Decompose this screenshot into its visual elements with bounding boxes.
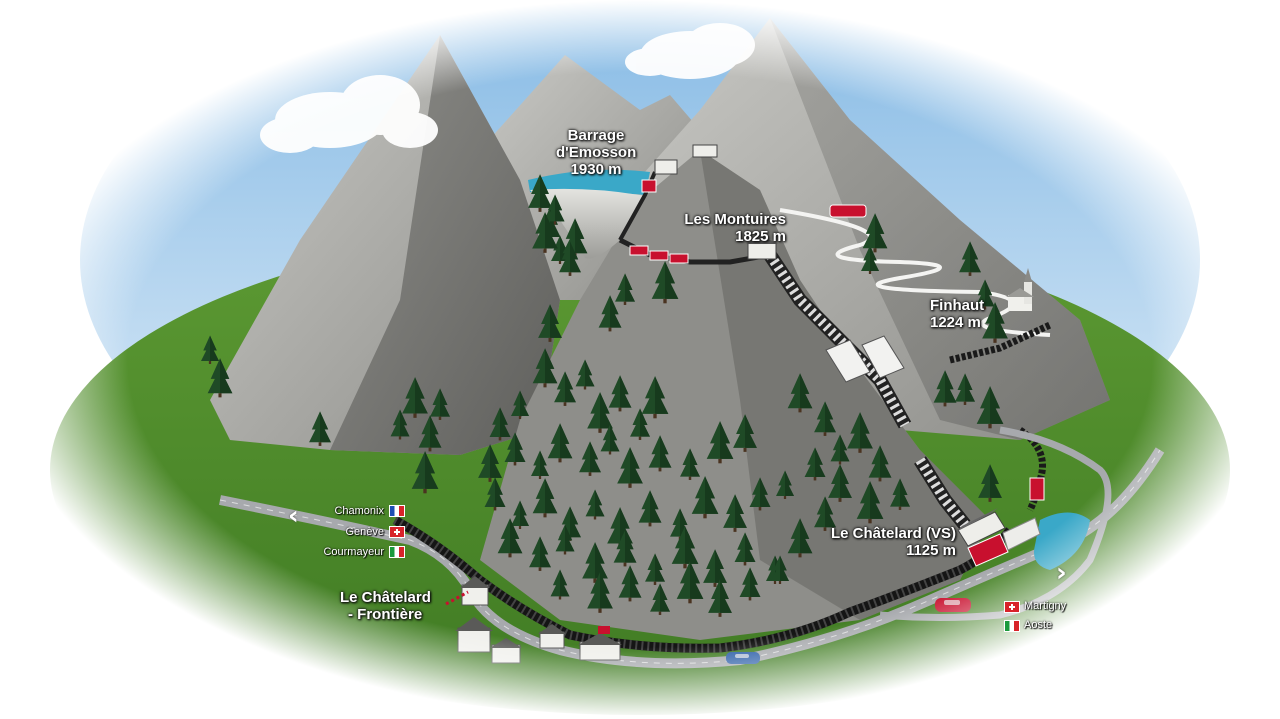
france-flag-icon xyxy=(389,505,405,517)
chatelard-vs-altitude: 1125 m xyxy=(905,542,956,559)
finhaut-label: Finhaut 1224 m xyxy=(930,297,984,331)
east-arrow-icon: › xyxy=(1056,558,1067,588)
west-arrow-icon: ‹ xyxy=(288,501,299,531)
destination-aoste: Aoste xyxy=(1024,619,1053,631)
frontiere-label: Le Châtelard - Frontière xyxy=(340,589,431,623)
destination-martigny: Martigny xyxy=(1024,600,1067,612)
montuires-altitude: 1825 m xyxy=(735,228,786,245)
destination-geneve: Genève xyxy=(345,526,384,538)
frontiere-name-line2: - Frontière xyxy=(348,606,423,623)
barrage-altitude: 1930 m xyxy=(570,161,622,178)
barrage-name-line2: d'Emosson xyxy=(556,144,637,161)
montuires-label: Les Montuires 1825 m xyxy=(666,211,786,245)
chatelard-vs-name: Le Châtelard (VS) xyxy=(830,525,956,542)
frontiere-name-line1: Le Châtelard xyxy=(340,589,431,606)
italy-flag-icon xyxy=(389,546,405,558)
montuires-name: Les Montuires xyxy=(684,211,786,228)
destination-chamonix: Chamonix xyxy=(334,505,384,517)
switzerland-flag-icon xyxy=(389,526,405,538)
italy-flag-icon xyxy=(1004,620,1020,632)
finhaut-name: Finhaut xyxy=(930,297,985,314)
barrage-name-line1: Barrage xyxy=(567,127,625,144)
barrage-label: Barrage d'Emosson 1930 m xyxy=(556,127,636,178)
finhaut-altitude: 1224 m xyxy=(930,314,981,331)
chatelard-vs-label: Le Châtelard (VS) 1125 m xyxy=(808,525,956,559)
destination-courmayeur: Courmayeur xyxy=(323,546,384,558)
switzerland-flag-icon xyxy=(1004,601,1020,613)
